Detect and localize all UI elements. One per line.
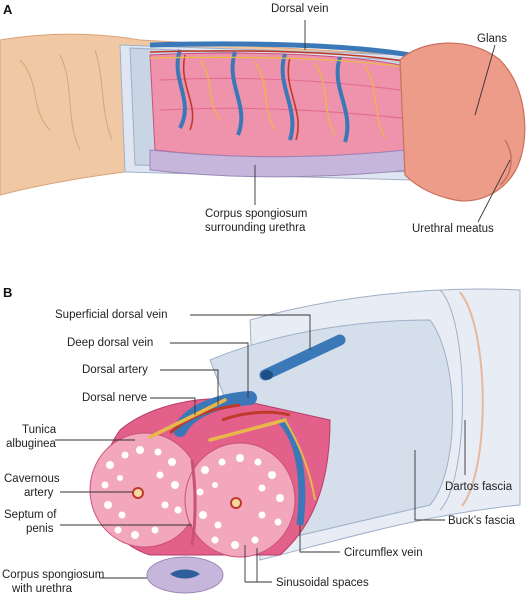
circumflex-branches-a (175, 49, 350, 143)
skin-wrinkles (19, 49, 113, 151)
label-spongiosum-1: Corpus spongiosum (2, 569, 104, 581)
leader-sinusoidal-spaces (244, 545, 272, 583)
label-dartos-fascia: Dartos fascia (445, 481, 513, 493)
label-tunica-1: Tunica (22, 424, 57, 436)
superficial-dorsal-vein-vessel (259, 334, 346, 381)
leader-deep-dorsal-vein (170, 342, 249, 398)
urethral-meatus-slit (499, 139, 512, 186)
label-spongiosum-2: with urethra (11, 583, 73, 595)
label-dorsal-nerve: Dorsal nerve (82, 392, 147, 404)
leader-circumflex-vein (299, 525, 340, 553)
circumflex-vein-vessel (277, 417, 306, 526)
label-cavernous-2: artery (24, 487, 54, 499)
arteries-a (149, 50, 411, 141)
urethra-lumen (170, 569, 200, 579)
label-urethral-meatus: Urethral meatus (412, 223, 494, 235)
label-deep-dorsal-vein: Deep dorsal vein (67, 337, 153, 349)
glans-shape (399, 42, 526, 202)
leader-glans (474, 44, 496, 116)
label-bucks-fascia: Buck’s fascia (448, 515, 516, 527)
corpus-cavernosum-left (89, 432, 201, 548)
panel-a-letter: A (3, 2, 13, 17)
dorsal-artery-vessels (168, 403, 291, 435)
panel-a-illustration (0, 33, 526, 202)
label-circumflex-vein: Circumflex vein (344, 547, 423, 559)
dorsal-nerve-fibers (148, 398, 287, 442)
label-corpus-spongiosum-1: Corpus spongiosum (205, 208, 307, 220)
sinusoidal-holes (101, 446, 284, 549)
dorsal-vein-vessel (149, 41, 411, 58)
leader-dorsal-nerve (150, 397, 196, 415)
leader-bucks-fascia (414, 450, 445, 521)
cavernous-artery-right (230, 497, 242, 509)
leader-urethral-meatus (477, 159, 511, 223)
panel-b-illustration (89, 288, 521, 594)
cavernous-artery-left (132, 487, 144, 499)
label-glans: Glans (477, 33, 507, 45)
septum-line (190, 459, 197, 546)
label-sinusoidal-spaces: Sinusoidal spaces (276, 577, 369, 589)
label-dorsal-vein: Dorsal vein (271, 3, 329, 15)
nerves-a (149, 56, 411, 139)
label-dorsal-artery: Dorsal artery (82, 364, 148, 376)
label-septum-1: Septum of (4, 509, 57, 521)
label-corpus-spongiosum-2: surrounding urethra (205, 222, 306, 234)
dartos-fascia-edge (459, 291, 484, 507)
label-cavernous-1: Cavernous (4, 473, 60, 485)
leader-superficial-dorsal-vein (190, 314, 311, 350)
label-tunica-2: albuginea (6, 438, 56, 450)
label-septum-2: penis (26, 523, 54, 535)
leader-dorsal-artery (160, 369, 219, 405)
superficial-dorsal-vein-lumen (261, 370, 273, 380)
panel-b-letter: B (3, 285, 12, 300)
label-superficial-dorsal-vein: Superficial dorsal vein (55, 309, 168, 321)
